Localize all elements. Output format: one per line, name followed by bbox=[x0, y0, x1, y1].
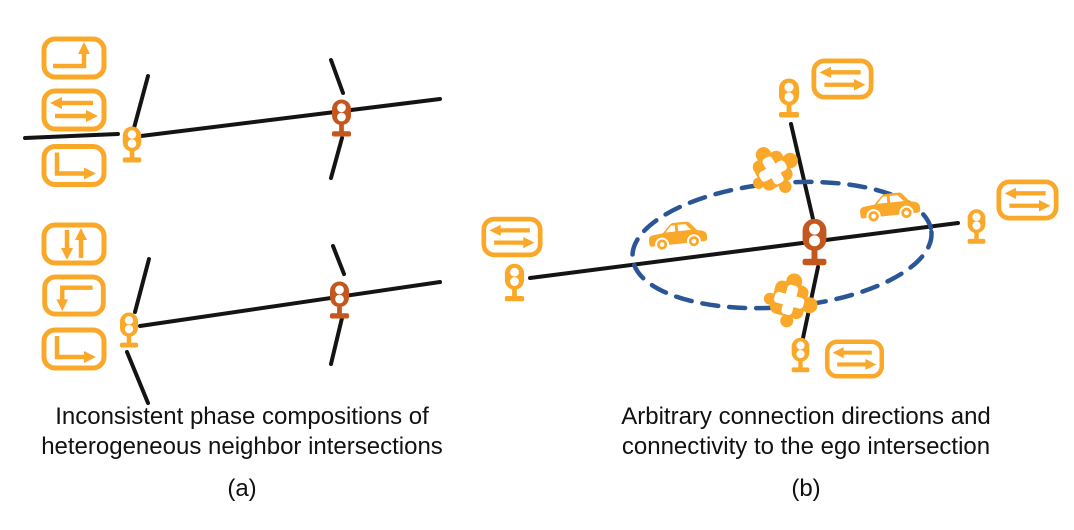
traffic-light-icon bbox=[120, 312, 138, 348]
phase-box-down-then-right-icon bbox=[44, 330, 104, 368]
road bbox=[132, 74, 150, 130]
panel-a-label: (a) bbox=[227, 475, 257, 502]
ego-traffic-light-icon bbox=[330, 281, 349, 319]
phase-box-left-then-down-icon bbox=[45, 277, 104, 314]
panel-b-caption-line2: connectivity to the ego intersection bbox=[621, 433, 991, 460]
road bbox=[23, 132, 120, 140]
ego-traffic-light-icon bbox=[332, 99, 351, 137]
road bbox=[789, 122, 818, 234]
phase-box-up-down-double-icon bbox=[44, 225, 104, 263]
road bbox=[139, 97, 442, 138]
connection-box-double-arrow-icon bbox=[814, 61, 871, 97]
road bbox=[331, 244, 346, 276]
panel-b bbox=[484, 61, 1056, 376]
traffic-light-icon bbox=[791, 337, 810, 373]
panel-a-caption: Inconsistent phase compositions of heter… bbox=[12, 402, 472, 504]
traffic-light-icon bbox=[504, 263, 525, 302]
car-icon bbox=[857, 189, 923, 225]
phase-box-left-right-double-icon bbox=[44, 91, 104, 129]
road bbox=[133, 257, 151, 314]
roads-panel-a bbox=[23, 58, 442, 405]
panel-b-caption-line1: Arbitrary connection directions and bbox=[621, 403, 991, 430]
road bbox=[138, 280, 442, 328]
panel-a bbox=[23, 39, 442, 405]
road bbox=[329, 58, 345, 95]
ego-traffic-light-icon bbox=[802, 218, 827, 266]
road bbox=[125, 350, 150, 405]
phase-box-down-then-right-icon bbox=[44, 147, 104, 185]
panel-b-label: (b) bbox=[791, 475, 821, 502]
panel-b-caption: Arbitrary connection directions and conn… bbox=[571, 402, 1041, 504]
road bbox=[329, 316, 344, 366]
road bbox=[528, 221, 960, 280]
traffic-light-icon bbox=[122, 126, 142, 163]
road bbox=[329, 136, 344, 180]
phase-box-right-then-up-icon bbox=[44, 39, 104, 77]
connection-box-double-arrow-icon bbox=[827, 342, 882, 377]
connection-box-double-arrow-icon bbox=[999, 182, 1056, 218]
traffic-light-icon bbox=[967, 209, 986, 244]
car-icon bbox=[646, 218, 709, 253]
panel-a-caption-line2: heterogeneous neighbor intersections bbox=[41, 433, 443, 460]
puzzle-piece-icon bbox=[738, 134, 811, 206]
connection-box-double-arrow-icon bbox=[484, 219, 540, 255]
traffic-light-icon bbox=[779, 78, 799, 118]
panel-a-caption-line1: Inconsistent phase compositions of bbox=[55, 403, 429, 430]
